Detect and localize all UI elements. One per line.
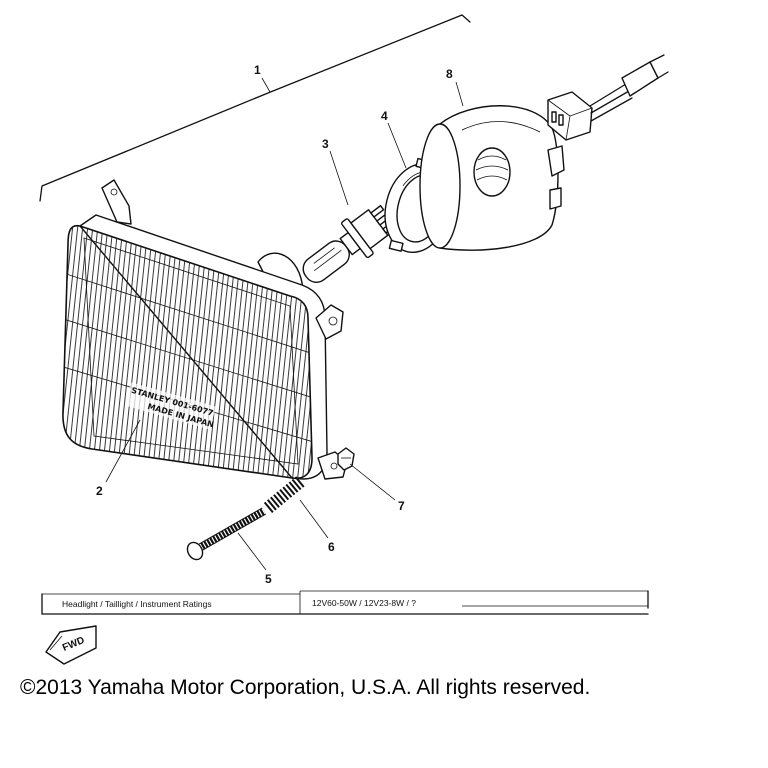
ratings-label: Headlight / Taillight / Instrument Ratin… [62, 599, 212, 609]
leader-lines [105, 77, 464, 571]
spring-nut [337, 447, 355, 471]
compression-spring [263, 474, 307, 514]
assembly-bracket [39, 14, 471, 202]
copyright-notice: ©2013 Yamaha Motor Corporation, U.S.A. A… [20, 676, 591, 699]
callout-6: 6 [328, 540, 335, 554]
callout-2: 2 [96, 484, 103, 498]
forward-direction-arrow-icon: FWD [45, 625, 97, 665]
callouts: 1 2 3 4 5 6 7 8 [96, 63, 453, 586]
callout-3: 3 [322, 137, 329, 151]
rubber-cover [419, 105, 565, 251]
headlight-exploded-diagram: STANLEY 001-6077 MADE IN JAPAN [39, 14, 669, 665]
callout-5: 5 [265, 572, 272, 586]
top-mount-tab [101, 179, 132, 225]
callout-8: 8 [446, 67, 453, 81]
ratings-table: Headlight / Taillight / Instrument Ratin… [41, 590, 649, 615]
wiring-connector [547, 54, 669, 141]
callout-1: 1 [254, 63, 261, 77]
adjusting-screw [186, 507, 266, 561]
ratings-value: 12V60-50W / 12V23-8W / ? [312, 598, 416, 608]
lens [62, 224, 313, 480]
callout-4: 4 [381, 109, 388, 123]
side-mount-tab [315, 304, 344, 340]
callout-7: 7 [398, 499, 405, 513]
headlight-unit: STANLEY 001-6077 MADE IN JAPAN [62, 179, 348, 480]
